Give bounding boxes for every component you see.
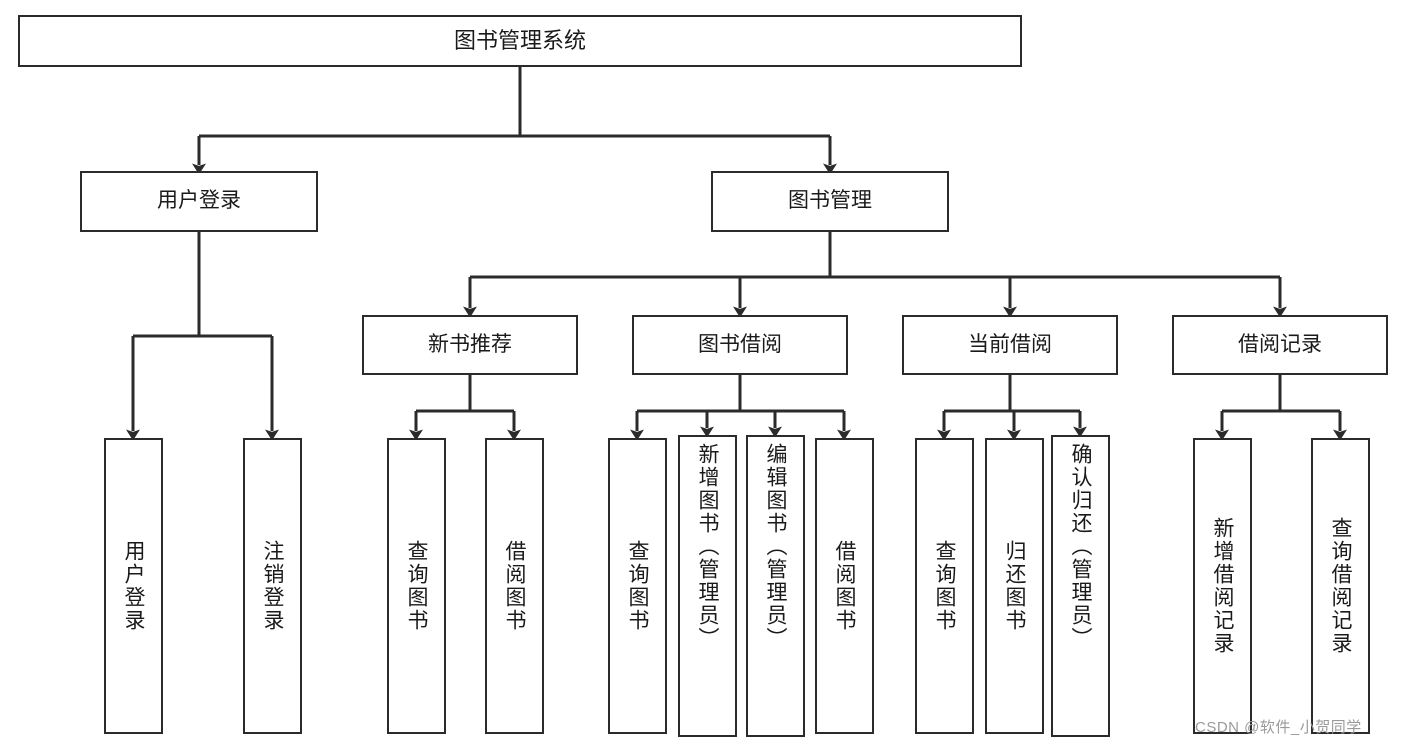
node-leaf-query-record[interactable]: 查询借阅记录 [1311,438,1370,734]
node-label: 用户登录 [122,540,145,632]
node-leaf-query-book-2[interactable]: 查询图书 [608,438,667,734]
node-label: 查询图书 [626,540,649,632]
node-label: 借阅图书 [503,540,526,632]
node-root-system[interactable]: 图书管理系统 [18,15,1022,67]
node-label: 用户登录 [157,189,241,213]
node-leaf-confirm-return[interactable]: 确认归还（管理员） [1051,435,1110,737]
node-label: 新书推荐 [428,332,512,356]
node-leaf-add-record[interactable]: 新增借阅记录 [1193,438,1252,734]
node-label: 借阅图书 [833,540,856,632]
node-leaf-query-book-1[interactable]: 查询图书 [387,438,446,734]
node-leaf-add-book[interactable]: 新增图书（管理员） [678,435,737,737]
node-book-manage[interactable]: 图书管理 [711,171,949,232]
node-label: 编辑图书（管理员） [764,443,787,650]
node-user-login[interactable]: 用户登录 [80,171,318,232]
node-label: 注销登录 [261,540,284,632]
node-leaf-return-book[interactable]: 归还图书 [985,438,1044,734]
node-label: 查询图书 [405,540,428,632]
node-label: 新增借阅记录 [1211,517,1234,655]
node-label: 借阅记录 [1238,332,1322,356]
node-label: 归还图书 [1003,540,1026,632]
node-leaf-query-book-3[interactable]: 查询图书 [915,438,974,734]
node-new-book-recommend[interactable]: 新书推荐 [362,315,578,375]
node-current-borrow[interactable]: 当前借阅 [902,315,1118,375]
node-label: 新增图书（管理员） [696,443,719,650]
node-leaf-borrow-book-2[interactable]: 借阅图书 [815,438,874,734]
node-borrow-record[interactable]: 借阅记录 [1172,315,1388,375]
node-leaf-edit-book[interactable]: 编辑图书（管理员） [746,435,805,737]
node-label: 确认归还（管理员） [1069,443,1092,650]
csdn-watermark: CSDN @软件_小贺同学 [1195,719,1362,736]
node-leaf-logout[interactable]: 注销登录 [243,438,302,734]
node-leaf-borrow-book-1[interactable]: 借阅图书 [485,438,544,734]
node-label: 图书管理系统 [453,27,586,53]
node-label: 查询图书 [933,540,956,632]
node-label: 当前借阅 [968,332,1052,356]
node-leaf-user-login[interactable]: 用户登录 [104,438,163,734]
node-label: 查询借阅记录 [1329,517,1352,655]
node-label: 图书管理 [788,189,872,213]
node-label: 图书借阅 [698,332,782,356]
node-book-borrow[interactable]: 图书借阅 [632,315,848,375]
